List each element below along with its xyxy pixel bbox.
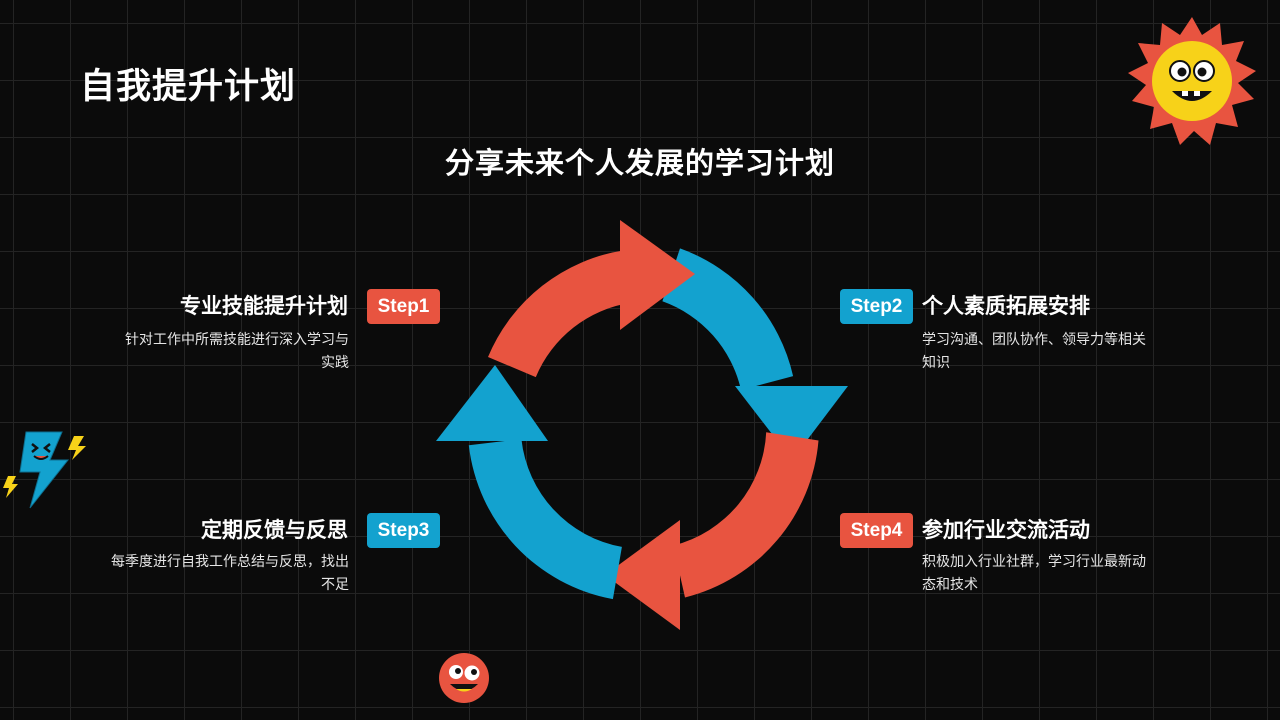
cycle-arrows-diagram — [436, 220, 848, 630]
arrow-arc-upper-right — [662, 248, 794, 390]
lightning-bolt-mascot-icon — [3, 431, 86, 509]
smiley-face-icon — [439, 653, 489, 703]
arrow-head-right — [735, 386, 848, 460]
arrow-head-bottom — [605, 520, 680, 630]
step4-badge: Step4 — [840, 513, 913, 548]
step1-badge: Step1 — [367, 289, 440, 324]
step2-title: 个人素质拓展安排 — [922, 294, 1090, 318]
step4-description: 积极加入行业社群，学习行业最新动态和技术 — [922, 554, 1146, 593]
arrow-head-top — [620, 220, 695, 330]
arrow-arc-lower-left — [468, 439, 622, 600]
step3-description: 每季度进行自我工作总结与反思，找出不足 — [111, 554, 349, 593]
sun-mascot-icon — [1128, 17, 1256, 145]
step4-title: 参加行业交流活动 — [922, 518, 1090, 542]
step3-title: 定期反馈与反思 — [201, 518, 348, 542]
step1-title: 专业技能提升计划 — [180, 294, 348, 318]
arrow-arc-upper-left — [488, 250, 631, 378]
step2-description: 学习沟通、团队协作、领导力等相关知识 — [922, 332, 1146, 371]
arrow-arc-lower-right — [673, 432, 819, 598]
page-subtitle: 分享未来个人发展的学习计划 — [444, 146, 835, 180]
step3-badge: Step3 — [367, 513, 440, 548]
arrow-head-left — [436, 365, 548, 441]
step1-description: 针对工作中所需技能进行深入学习与实践 — [125, 332, 349, 371]
step2-badge: Step2 — [840, 289, 913, 324]
page-title: 自我提升计划 — [80, 67, 297, 107]
